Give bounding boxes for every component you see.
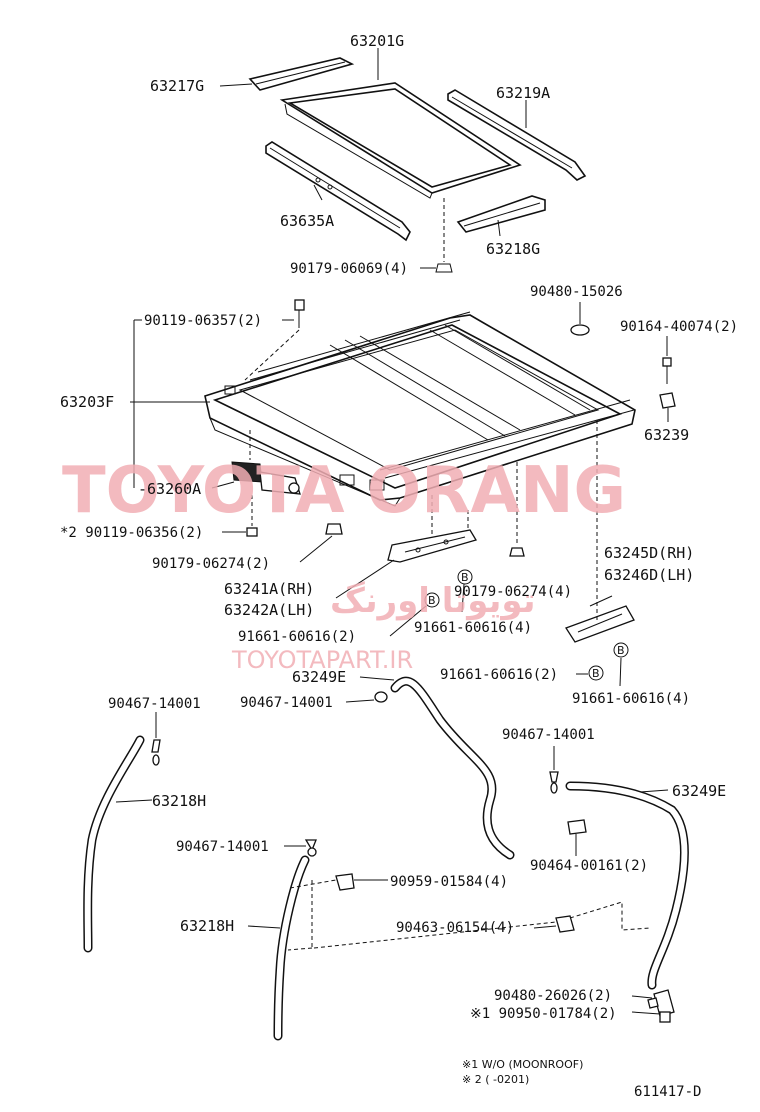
label-63239: 63239 bbox=[644, 426, 689, 444]
svg-text:B: B bbox=[428, 594, 436, 607]
watermark-arabic: تویوتا اورنگ bbox=[330, 581, 535, 621]
svg-text:B: B bbox=[461, 571, 469, 584]
bolt-90119-06357 bbox=[244, 299, 305, 381]
label-63201G: 63201G bbox=[350, 32, 404, 50]
housing-frame-63203F bbox=[204, 311, 636, 507]
svg-text:B: B bbox=[592, 667, 600, 680]
label-63260A: -63260A bbox=[138, 480, 201, 498]
label-91661-60616-c: 91661-60616(2) bbox=[440, 667, 558, 683]
label-90179-06069: 90179-06069(4) bbox=[290, 261, 408, 277]
clamp-90959-01584 bbox=[287, 873, 355, 951]
label-63218G: 63218G bbox=[486, 240, 540, 258]
plug-90480-15026 bbox=[570, 324, 590, 336]
label-90467-14001-c: 90467-14001 bbox=[502, 727, 595, 743]
hose-63218H-left bbox=[83, 735, 161, 953]
leader-lines bbox=[115, 48, 669, 1015]
label-63219A: 63219A bbox=[496, 84, 550, 102]
label-90119-06356: *2 90119-06356(2) bbox=[60, 525, 203, 541]
label-63245D: 63245D(RH) bbox=[604, 544, 694, 562]
valve-90950-01784 bbox=[647, 989, 675, 1023]
label-90480-26026: 90480-26026(2) bbox=[494, 988, 612, 1004]
hose-63218H-lower bbox=[273, 839, 317, 1041]
note-date: ※ 2 ( -0201) bbox=[462, 1073, 529, 1086]
callout-b-2: B bbox=[457, 569, 473, 585]
label-90950-01784: ※1 90950-01784(2) bbox=[470, 1006, 617, 1022]
label-90463-06154: 90463-06154(4) bbox=[396, 920, 514, 936]
label-63218H-lower: 63218H bbox=[180, 917, 234, 935]
callout-b-1: B bbox=[424, 592, 440, 608]
label-63217G: 63217G bbox=[150, 77, 204, 95]
label-91661-60616-b: 91661-60616(4) bbox=[414, 620, 532, 636]
label-90464-00161: 90464-00161(2) bbox=[530, 858, 648, 874]
bolt-90119-06356 bbox=[246, 495, 258, 537]
label-63242A: 63242A(LH) bbox=[224, 601, 314, 619]
label-90959-01584: 90959-01584(4) bbox=[390, 874, 508, 890]
bracket-63245D bbox=[565, 420, 635, 643]
label-63203F: 63203F bbox=[60, 393, 114, 411]
nut-90179-06274-b bbox=[509, 462, 525, 557]
note-moonroof: ※1 W/O (MOONROOF) bbox=[462, 1058, 583, 1071]
callout-b-4: B bbox=[613, 642, 629, 658]
part-labels: 63201G 63217G 63219A 63635A 63218G 90179… bbox=[60, 32, 738, 1022]
weatherstrip-63217G bbox=[248, 57, 355, 91]
watermark-brand: TOYOTA ORANG bbox=[62, 454, 626, 528]
label-91661-60616-d: 91661-60616(4) bbox=[572, 691, 690, 707]
callout-b-3: B bbox=[588, 665, 604, 681]
motor-63260A bbox=[231, 430, 301, 495]
label-63241A: 63241A(RH) bbox=[224, 580, 314, 598]
clamp-90463-06154 bbox=[313, 901, 651, 949]
label-63635A: 63635A bbox=[280, 212, 334, 230]
label-90119-06357: 90119-06357(2) bbox=[144, 313, 262, 329]
side-seal-63219A bbox=[447, 89, 587, 181]
nut-90179-06274-a bbox=[325, 523, 343, 535]
watermark-site: TOYOTAPART.IR bbox=[231, 646, 413, 674]
hose-63249E-upper bbox=[374, 676, 515, 860]
trim-63635A bbox=[265, 141, 411, 242]
sunroof-glass-63201G bbox=[279, 82, 522, 199]
label-63246D: 63246D(LH) bbox=[604, 566, 694, 584]
label-90480-15026: 90480-15026 bbox=[530, 284, 623, 300]
label-90179-06274-b: 90179-06274(4) bbox=[454, 584, 572, 600]
label-90467-14001-d: 90467-14001 bbox=[176, 839, 269, 855]
strip-63218G bbox=[456, 195, 546, 233]
clamp-90464-00161 bbox=[567, 819, 587, 835]
label-90164-40074: 90164-40074(2) bbox=[620, 319, 738, 335]
hose-63249E-right bbox=[549, 771, 689, 990]
label-63218H-left: 63218H bbox=[152, 792, 206, 810]
label-91661-60616-a: 91661-60616(2) bbox=[238, 629, 356, 645]
svg-text:B: B bbox=[617, 644, 625, 657]
label-63249E-right: 63249E bbox=[672, 782, 726, 800]
label-90467-14001-a: 90467-14001 bbox=[240, 695, 333, 711]
diagram-code: 611417-D bbox=[634, 1084, 701, 1100]
label-90467-14001-b: 90467-14001 bbox=[108, 696, 201, 712]
clip-63239 bbox=[659, 392, 676, 422]
label-63249E-upper: 63249E bbox=[292, 668, 346, 686]
label-90179-06274-a: 90179-06274(2) bbox=[152, 556, 270, 572]
bracket-63241A bbox=[387, 495, 477, 563]
nut-90179-06069 bbox=[435, 198, 453, 273]
screw-90164-40074 bbox=[662, 357, 672, 384]
